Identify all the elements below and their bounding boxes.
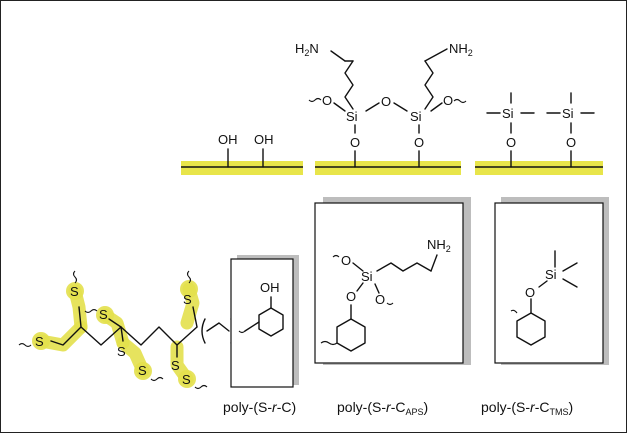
oh-label: OH bbox=[218, 132, 238, 147]
o-label: O bbox=[375, 292, 385, 307]
o-label: O bbox=[341, 253, 351, 268]
si-label: Si bbox=[545, 267, 557, 282]
sulfur-polymer: S S S S S S S S 7 bbox=[18, 270, 239, 390]
si-label: Si bbox=[562, 106, 574, 121]
o-label: O bbox=[381, 94, 391, 109]
o-label: O bbox=[350, 135, 360, 150]
substrate-bar bbox=[315, 161, 461, 175]
si-label: Si bbox=[361, 269, 373, 284]
si-label: Si bbox=[502, 106, 514, 121]
o-label: O bbox=[566, 135, 576, 150]
substrate-bar bbox=[181, 161, 303, 175]
sulfur-label: S bbox=[70, 284, 79, 299]
si-label: Si bbox=[410, 109, 422, 124]
oh-label: OH bbox=[260, 280, 280, 295]
sulfur-label: S bbox=[171, 358, 180, 373]
sulfur-label: S bbox=[183, 292, 192, 307]
caption-poly-s-r-ctms: poly-(S-r-CTMS) bbox=[481, 399, 573, 417]
surface-tms: O O Si Si bbox=[475, 92, 603, 175]
substrate-bar bbox=[475, 161, 603, 175]
o-label: O bbox=[506, 135, 516, 150]
o-label: O bbox=[346, 289, 356, 304]
amine-label: NH2 bbox=[427, 237, 451, 254]
oh-label: OH bbox=[254, 132, 274, 147]
surface-aps: O O Si Si O O O H2N NH2 bbox=[295, 41, 473, 175]
sulfur-label: S bbox=[138, 363, 147, 378]
o-label: O bbox=[443, 93, 453, 108]
sulfur-label: S bbox=[117, 344, 126, 359]
monomer-box-aps: O Si O O NH2 bbox=[314, 197, 471, 365]
sulfur-label: S bbox=[182, 372, 191, 387]
monomer-box-tms: O Si bbox=[494, 197, 609, 365]
amine-label: NH2 bbox=[449, 41, 473, 58]
o-label: O bbox=[525, 285, 535, 300]
si-label: Si bbox=[346, 109, 358, 124]
monomer-box-c: OH bbox=[230, 255, 299, 388]
caption-poly-s-r-caps: poly-(S-r-CAPS) bbox=[337, 399, 428, 417]
o-label: O bbox=[414, 135, 424, 150]
amine-label: H2N bbox=[295, 41, 319, 58]
sulfur-label: S bbox=[35, 334, 44, 349]
o-label: O bbox=[322, 93, 332, 108]
caption-poly-s-r-c: poly-(S-r-C) bbox=[223, 399, 296, 415]
surface-hydroxyl: OH OH bbox=[181, 132, 303, 175]
sulfur-label: S bbox=[99, 307, 108, 322]
